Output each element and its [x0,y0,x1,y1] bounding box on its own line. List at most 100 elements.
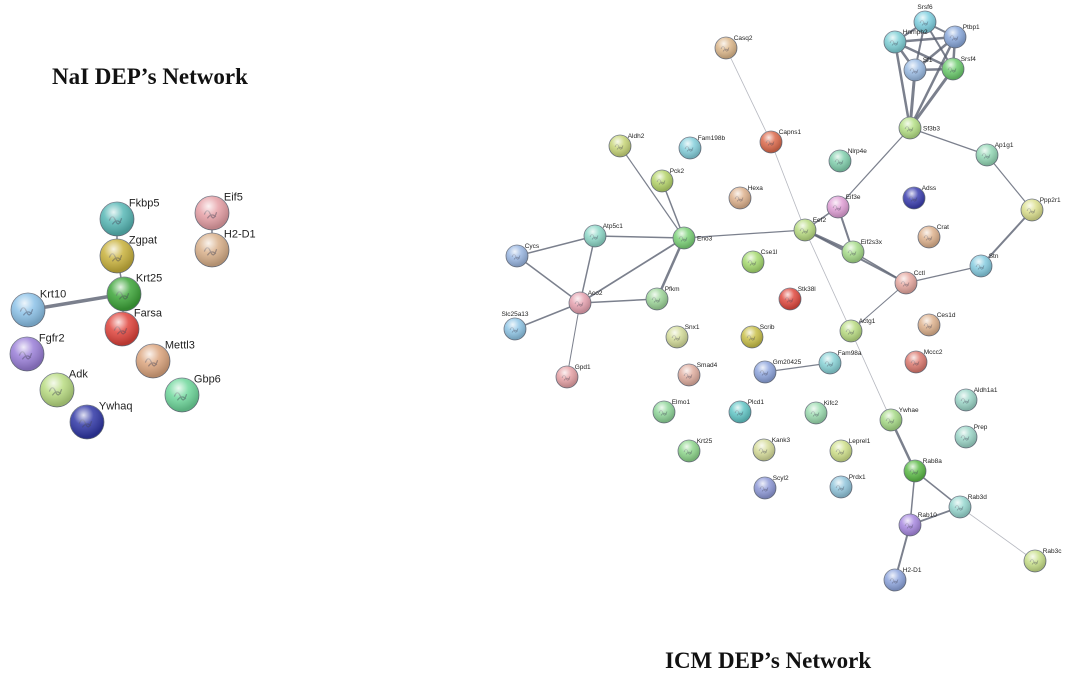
nai-node-krt10[interactable]: Krt10 [10,288,66,328]
nai-node-fgfr2[interactable]: Fgfr2 [9,332,65,372]
icm-node-fam98a[interactable]: Fam98a [818,350,862,375]
icm-node-label: Kifc2 [824,400,839,407]
icm-node-slc25a13[interactable]: Slc25a13 [501,311,529,341]
icm-node-stk38l[interactable]: Stk38l [778,286,816,311]
nai-node-label: H2-D1 [224,228,256,240]
icm-edge-casq2-capns1 [725,47,772,143]
icm-node-gloss [679,137,701,159]
icm-node-cctl[interactable]: Cctl [894,270,925,295]
icm-node-gpd1[interactable]: Gpd1 [555,364,591,389]
icm-node-kifc2[interactable]: Kifc2 [804,400,839,425]
icm-edge-eno3-aco2 [579,237,685,304]
icm-node-sf3b3[interactable]: Sf3b3 [898,116,940,140]
nai-node-ywhaq[interactable]: Ywhaq [69,400,133,440]
nai-node-farsa[interactable]: Farsa [104,307,163,347]
icm-node-gm20425[interactable]: Gm20425 [753,359,802,384]
icm-node-pck2[interactable]: Pck2 [650,168,685,193]
icm-edge-capns1-eef2 [770,141,806,231]
icm-node-gloss [830,440,852,462]
icm-node-smad4[interactable]: Smad4 [677,362,718,387]
icm-node-prep[interactable]: Prep [954,424,988,449]
icm-node-rab10[interactable]: Rab10 [898,512,938,537]
icm-node-rab3d[interactable]: Rab3d [948,494,987,519]
icm-node-leprel1[interactable]: Leprel1 [829,438,871,463]
icm-node-rab8a[interactable]: Rab8a [903,458,942,483]
icm-edge-ppp2r1-stn [980,209,1033,267]
icm-node-eif3e[interactable]: Eif3e [826,194,861,219]
nai-node-mettl3[interactable]: Mettl3 [135,339,195,379]
icm-node-capns1[interactable]: Capns1 [759,129,801,154]
icm-node-label: Ptbp1 [963,24,980,31]
icm-node-aldh2[interactable]: Aldh2 [608,133,645,158]
icm-node-srsf4[interactable]: Srsf4 [941,56,976,81]
icm-node-ces1d[interactable]: Ces1d [917,312,956,337]
icm-node-gloss [884,31,906,53]
icm-node-eif2s3x[interactable]: Eif2s3x [841,239,883,264]
icm-node-ppp2r1[interactable]: Ppp2r1 [1020,197,1061,222]
nai-node-eif5[interactable]: Eif5 [194,191,243,231]
icm-node-label: Cse1l [761,249,778,256]
nai-node-gloss [136,344,170,378]
icm-node-label: Rab10 [918,512,938,519]
icm-node-srsf6[interactable]: Srsf6 [913,4,937,34]
icm-node-krt25[interactable]: Krt25 [677,438,713,463]
icm-node-casq2[interactable]: Casq2 [714,35,753,60]
icm-node-gloss [830,476,852,498]
nai-node-gbp6[interactable]: Gbp6 [164,373,221,413]
icm-node-adss[interactable]: Adss [902,185,937,210]
icm-node-fam198b[interactable]: Fam198b [678,135,726,160]
icm-node-pfkm[interactable]: Pfkm [645,286,680,311]
nai-node-fkbp5[interactable]: Fkbp5 [99,197,159,237]
icm-node-label: Aldh1a1 [974,387,998,394]
icm-node-gloss [829,150,851,172]
icm-node-kank3[interactable]: Kank3 [752,437,791,462]
icm-node-aldh1a1[interactable]: Aldh1a1 [954,387,998,412]
icm-node-hexa[interactable]: Hexa [728,185,764,210]
icm-node-gloss [955,389,977,411]
icm-node-gloss [904,460,926,482]
icm-node-aco2[interactable]: Aco2 [568,290,603,315]
icm-node-gloss [918,314,940,336]
icm-node-stn[interactable]: Stn [969,253,999,278]
icm-node-eno3[interactable]: Eno3 [672,226,713,250]
icm-node-gloss [955,426,977,448]
icm-node-ptbp1[interactable]: Ptbp1 [943,24,980,49]
icm-node-gloss [895,272,917,294]
icm-node-scrib[interactable]: Scrib [740,324,775,349]
icm-node-hnrnph2[interactable]: Hnrnph2 [883,29,928,54]
icm-node-rab3c[interactable]: Rab3c [1023,548,1063,573]
icm-node-gloss [673,227,695,249]
nai-node-zgpat[interactable]: Zgpat [99,234,157,274]
icm-node-gloss [914,11,936,33]
icm-node-h2-d1[interactable]: H2-D1 [883,567,922,592]
nai-node-label: Ywhaq [99,400,133,412]
nai-node-gloss [11,293,45,327]
icm-node-prdx1[interactable]: Prdx1 [829,474,866,499]
icm-node-crat[interactable]: Crat [917,224,949,249]
icm-node-atp5c1[interactable]: Atp5c1 [583,223,623,248]
icm-node-cse1l[interactable]: Cse1l [741,249,778,274]
icm-node-sf1[interactable]: Sf1 [903,57,933,82]
nai-node-gloss [107,277,141,311]
icm-node-scyl2[interactable]: Scyl2 [753,475,789,500]
icm-node-ywhae[interactable]: Ywhae [879,407,919,432]
icm-node-actg1[interactable]: Actg1 [839,318,876,343]
icm-node-snx1[interactable]: Snx1 [665,324,700,349]
nai-node-h2-d1[interactable]: H2-D1 [194,228,256,268]
icm-node-label: Hexa [748,185,764,192]
icm-node-label: Scyl2 [773,475,789,482]
icm-node-cycs[interactable]: Cycs [505,243,540,268]
icm-node-gloss [880,409,902,431]
icm-node-eef2[interactable]: Eef2 [793,217,826,242]
icm-node-plcd1[interactable]: Plcd1 [728,399,764,424]
icm-node-nlrp4e[interactable]: Nlrp4e [828,148,867,173]
icm-node-mccc2[interactable]: Mccc2 [904,349,943,374]
nai-node-label: Krt25 [136,272,162,284]
icm-edge-sf3b3-ap1g1 [909,127,988,156]
icm-node-elmo1[interactable]: Elmo1 [652,399,691,424]
nai-node-krt25[interactable]: Krt25 [106,272,162,312]
icm-node-ap1g1[interactable]: Ap1g1 [975,142,1014,167]
icm-node-label: Aco2 [588,290,603,297]
icm-node-label: Rab3c [1043,548,1063,555]
nai-node-adk[interactable]: Adk [39,368,88,408]
